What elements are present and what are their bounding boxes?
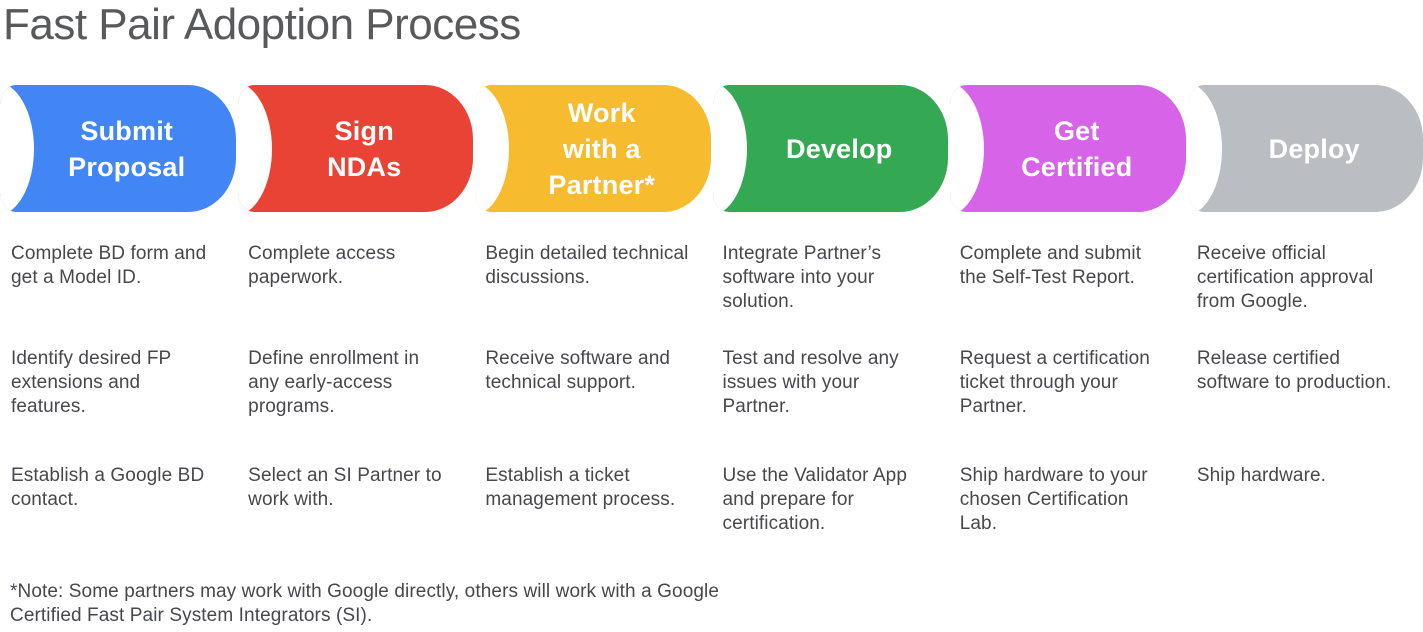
stage-description-columns: Complete BD form and get a Model ID. Iden… [0, 242, 1423, 536]
stage-step-text: Use the Validator App and prepare for ce… [722, 465, 907, 534]
stage-column-sign-ndas: Complete access paperwork. Define enrollm… [237, 242, 474, 536]
stage-step-text: Complete access paperwork. [248, 243, 396, 288]
stage-develop: Develop [712, 85, 948, 212]
stage-step-text: Establish a Google BD contact. [11, 465, 205, 510]
stage-step-text: Receive software and technical support. [485, 348, 671, 393]
stage-step-text: Identify desired FP extensions and featu… [11, 348, 171, 417]
stage-step-text: Release certified software to production… [1196, 348, 1392, 393]
footnote: *Note: Some partners may work with Googl… [10, 581, 720, 626]
stage-step-text: Establish a ticket management process. [485, 465, 676, 510]
stage-step-text: Select an SI Partner to work with. [248, 465, 442, 510]
stage-label: Develop [786, 133, 893, 164]
page-title: Fast Pair Adoption Process [3, 0, 521, 49]
stage-column-deploy: Receive official certification approval … [1186, 242, 1423, 536]
stage-step-text: Integrate Partner’s software into your s… [722, 243, 882, 312]
stage-step-text: Ship hardware to your chosen Certificati… [959, 465, 1148, 534]
stage-deploy: Deploy [1187, 85, 1423, 212]
stage-column-submit-proposal: Complete BD form and get a Model ID. Iden… [0, 242, 237, 536]
stage-step-text: Receive official certification approval … [1196, 243, 1374, 312]
stage-step-text: Begin detailed technical discussions. [485, 243, 689, 288]
stage-step-text: Complete and submit the Self-Test Report… [959, 243, 1142, 288]
stage-column-get-certified: Complete and submit the Self-Test Report… [949, 242, 1186, 536]
stage-column-develop: Integrate Partner’s software into your s… [712, 242, 949, 536]
stage-step-text: Test and resolve any issues with your Pa… [722, 348, 899, 417]
stage-step-text: Complete BD form and get a Model ID. [11, 243, 207, 288]
stage-step-text: Ship hardware. [1196, 465, 1327, 486]
stage-step-text: Request a certification ticket through y… [959, 348, 1150, 417]
stage-column-work-with-a-partner: Begin detailed technical discussions. Rec… [474, 242, 711, 536]
stage-step-text: Define enrollment in any early-access pr… [248, 348, 420, 417]
stage-label: Deploy [1268, 133, 1360, 164]
